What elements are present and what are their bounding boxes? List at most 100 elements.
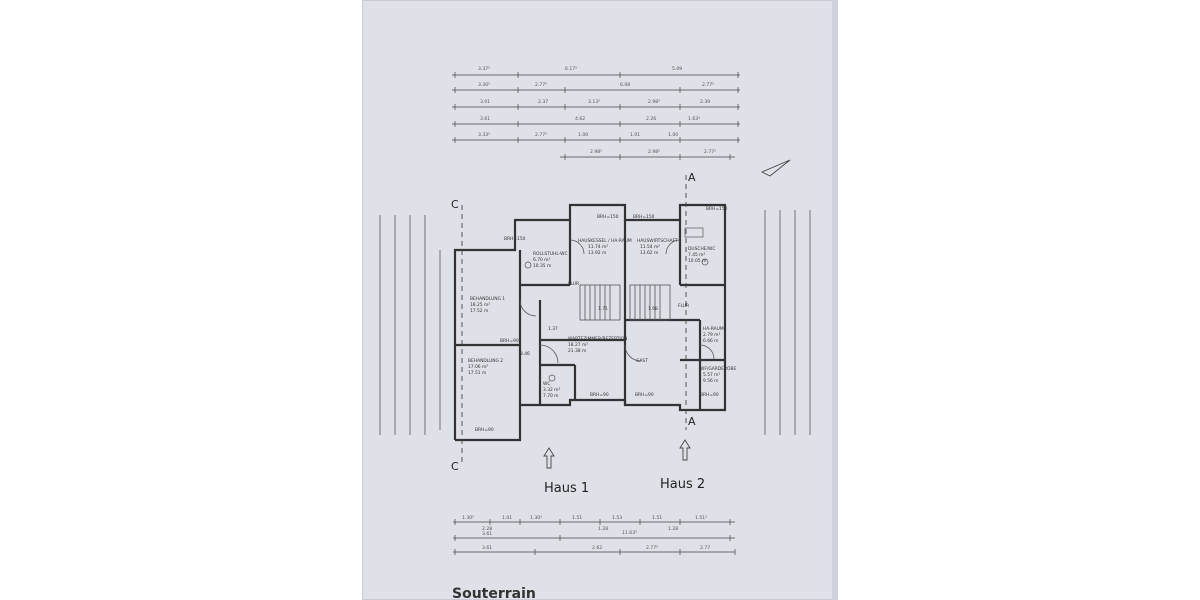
dim-label: 1.01 xyxy=(630,132,640,138)
dim-label: 3.33⁵ xyxy=(478,132,490,138)
brh-label: BRH=90 xyxy=(475,427,494,433)
room-perimeter: 13.62 m xyxy=(640,250,658,256)
room-name: HAUSWIRTSCHAFT xyxy=(637,238,678,244)
dim-label: 2.98⁵ xyxy=(648,99,660,105)
dim-label: 2.77⁵ xyxy=(535,132,547,138)
dim-label: 1.53 xyxy=(612,515,622,521)
dim-label: 1.00 xyxy=(668,132,678,138)
sheet-edge xyxy=(832,0,838,600)
dim-label: 1.30⁵ xyxy=(530,515,542,521)
building-walls xyxy=(453,203,727,442)
brh-label: BRH=90 xyxy=(500,338,519,344)
room-area: 11.74 m² xyxy=(588,244,608,250)
room-name: WF/GARDEROBE xyxy=(700,366,736,372)
dim-label: 2.77⁵ xyxy=(535,82,547,88)
dim-label: 3.61 xyxy=(480,116,490,122)
dim-label: 2.26 xyxy=(646,116,656,122)
dim-label: 1.01 xyxy=(502,515,512,521)
room-name: ROLLSTUHL-WC xyxy=(533,251,568,257)
room-area: 11.54 m² xyxy=(640,244,660,250)
room-perimeter: 13.92 m xyxy=(588,250,606,256)
dim-label: 4.62 xyxy=(575,116,585,122)
dim-label: 1.63⁵ xyxy=(688,116,700,122)
stair-label: 1.71 xyxy=(598,306,608,312)
house-1-label: Haus 1 xyxy=(544,481,589,496)
section-marker-c-bottom: C xyxy=(451,460,459,473)
section-marker-c-top: C xyxy=(451,198,459,211)
section-marker-a-top: A xyxy=(688,171,696,184)
brh-label: BRH=90 xyxy=(635,392,654,398)
dim-label: 1.28 xyxy=(668,526,678,532)
room-name: BEHANDLUNG 1 xyxy=(470,296,505,302)
room-area: 17.06 m² xyxy=(468,364,488,370)
wall-label: 1.37 xyxy=(548,326,558,332)
floor-title: Souterrain xyxy=(452,586,536,600)
room-area: 2.79 m² xyxy=(703,332,720,338)
room-perimeter: 21.38 m xyxy=(568,348,586,354)
sanitary-fixtures xyxy=(524,227,709,382)
dim-label: 1.30⁵ xyxy=(462,515,474,521)
room-name: WC xyxy=(543,381,550,387)
room-perimeter: 7.70 m xyxy=(543,393,558,399)
dim-label: 2.28 xyxy=(482,526,492,532)
dim-label: 3.30⁵ xyxy=(478,82,490,88)
room-name: FLUR xyxy=(678,303,689,309)
dim-label: 2.62 xyxy=(592,545,602,551)
room-area: 6.70 m² xyxy=(533,257,550,263)
brh-label: BRH=150 xyxy=(597,214,619,220)
door-swings xyxy=(519,239,715,364)
dim-label: 3.61 xyxy=(482,545,492,551)
dim-label: 3.13⁵ xyxy=(588,99,600,105)
room-perimeter: 17.51 m xyxy=(468,370,486,376)
dim-label: 6.17⁵ xyxy=(565,66,577,72)
dim-label: 1.51 xyxy=(572,515,582,521)
stairs xyxy=(579,284,671,321)
section-marker-a-bottom: A xyxy=(688,415,696,428)
stair-label: 1.68 xyxy=(648,306,658,312)
room-area: 18.25 m² xyxy=(470,302,490,308)
dim-label: 5.09 xyxy=(672,66,682,72)
drawing-sheet xyxy=(362,0,837,600)
dim-label: 1.28 xyxy=(598,526,608,532)
dim-label: 2.77⁵ xyxy=(702,82,714,88)
room-name: DUSCHE/WC xyxy=(688,246,715,252)
dim-label: 3.01 xyxy=(480,99,490,105)
room-area: 5.57 m² xyxy=(703,372,720,378)
dim-label: 3.61 xyxy=(482,531,492,537)
brh-label: BRH=150 xyxy=(706,206,728,212)
dim-label: 3.37⁵ xyxy=(478,66,490,72)
dim-label: 2.98⁵ xyxy=(648,149,660,155)
wall-label: 3.46 xyxy=(520,351,530,357)
room-name: BEHANDLUNG 2 xyxy=(468,358,503,364)
dim-label: 1.51⁵ xyxy=(695,515,707,521)
brh-label: BRH=150 xyxy=(633,214,655,220)
dim-label: 1.00 xyxy=(578,132,588,138)
dim-label: 2.39 xyxy=(700,99,710,105)
room-perimeter: 10.05 m xyxy=(688,258,706,264)
room-perimeter: 6.66 m xyxy=(703,338,718,344)
room-area: 7.45 m² xyxy=(688,252,705,258)
room-perimeter: 9.56 m xyxy=(703,378,718,384)
room-name: WARTEZIMMER/REZEPTION xyxy=(568,336,627,342)
brh-label: BRH=150 xyxy=(504,236,526,242)
dim-label: 6.08 xyxy=(620,82,630,88)
room-area: 3.32 m² xyxy=(543,387,560,393)
room-name: HA-RAUM xyxy=(703,326,724,332)
dim-label: 2.77⁵ xyxy=(704,149,716,155)
dim-label: 2.98⁵ xyxy=(590,149,602,155)
room-perimeter: 10.35 m xyxy=(533,263,551,269)
dim-label: 2.77 xyxy=(700,545,710,551)
room-name: HAUSKESSEL / HA-RAUM xyxy=(578,238,632,244)
dim-label: 2.37 xyxy=(538,99,548,105)
room-name: FLUR xyxy=(568,281,579,287)
section-lines xyxy=(461,159,791,469)
brh-label: BRH=90 xyxy=(700,392,719,398)
dim-label: 2.77⁵ xyxy=(646,545,658,551)
dim-label: 11.63⁵ xyxy=(622,530,637,536)
room-name: GAST xyxy=(636,358,648,364)
dim-label: 1.51 xyxy=(652,515,662,521)
room-perimeter: 17.52 m xyxy=(470,308,488,314)
house-2-label: Haus 2 xyxy=(660,477,705,492)
room-area: 18.27 m² xyxy=(568,342,588,348)
